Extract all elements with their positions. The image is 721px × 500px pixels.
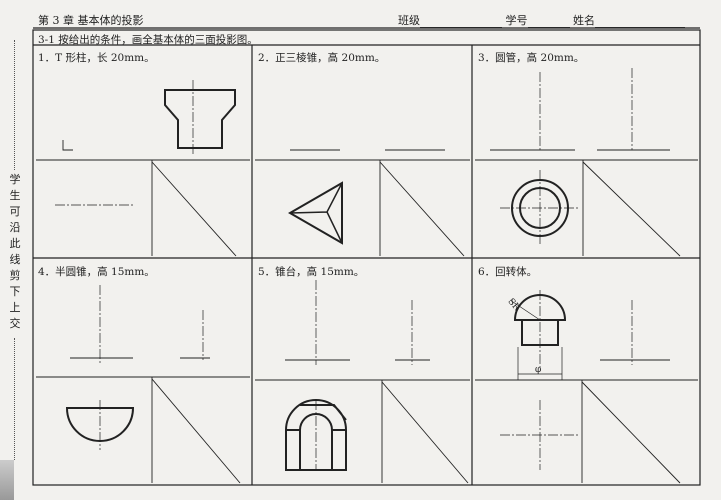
- guide-lines: [62, 140, 670, 361]
- center-lines: [55, 68, 633, 470]
- id-label: 学号: [505, 14, 528, 27]
- tube-inner: [519, 187, 561, 229]
- exercise-title: 3-1 按给出的条件，画全基本体的三面投影图。: [38, 34, 258, 46]
- cell-1-label: 1．T 形柱，长 20mm。: [38, 52, 155, 64]
- cell-6-label: 6．回转体。: [478, 266, 538, 278]
- cell-2-label: 2．正三棱锥，高 20mm。: [258, 52, 386, 64]
- t-prism-front-view: [164, 89, 236, 149]
- cut-line-top: [14, 40, 15, 170]
- cell-5-label: 5．锥台，高 15mm。: [258, 266, 365, 278]
- table-grid: [32, 27, 701, 486]
- given-views: [65, 89, 569, 471]
- cut-line-bottom: [14, 338, 15, 460]
- scan-shadow: [0, 460, 14, 500]
- cell-4-label: 4．半圆锥，高 15mm。: [38, 266, 155, 278]
- name-label: 姓名: [573, 14, 595, 27]
- revolve-front-view: [513, 294, 567, 346]
- projection-axes: [36, 159, 698, 484]
- dimension-lines: [509, 299, 563, 380]
- class-label: 班级: [398, 14, 420, 27]
- chapter-title: 第 3 章 基本体的投影: [38, 14, 144, 27]
- pyramid-top-view: [287, 181, 343, 245]
- cell-3-label: 3．圆管，高 20mm。: [478, 52, 585, 64]
- tube-outer: [511, 179, 569, 237]
- half-cone-top-view: [65, 407, 135, 442]
- diameter-annotation: φ: [535, 365, 542, 375]
- frustum-top-view: [285, 399, 347, 471]
- side-note: 学生可沿此线剪下上交: [9, 173, 21, 330]
